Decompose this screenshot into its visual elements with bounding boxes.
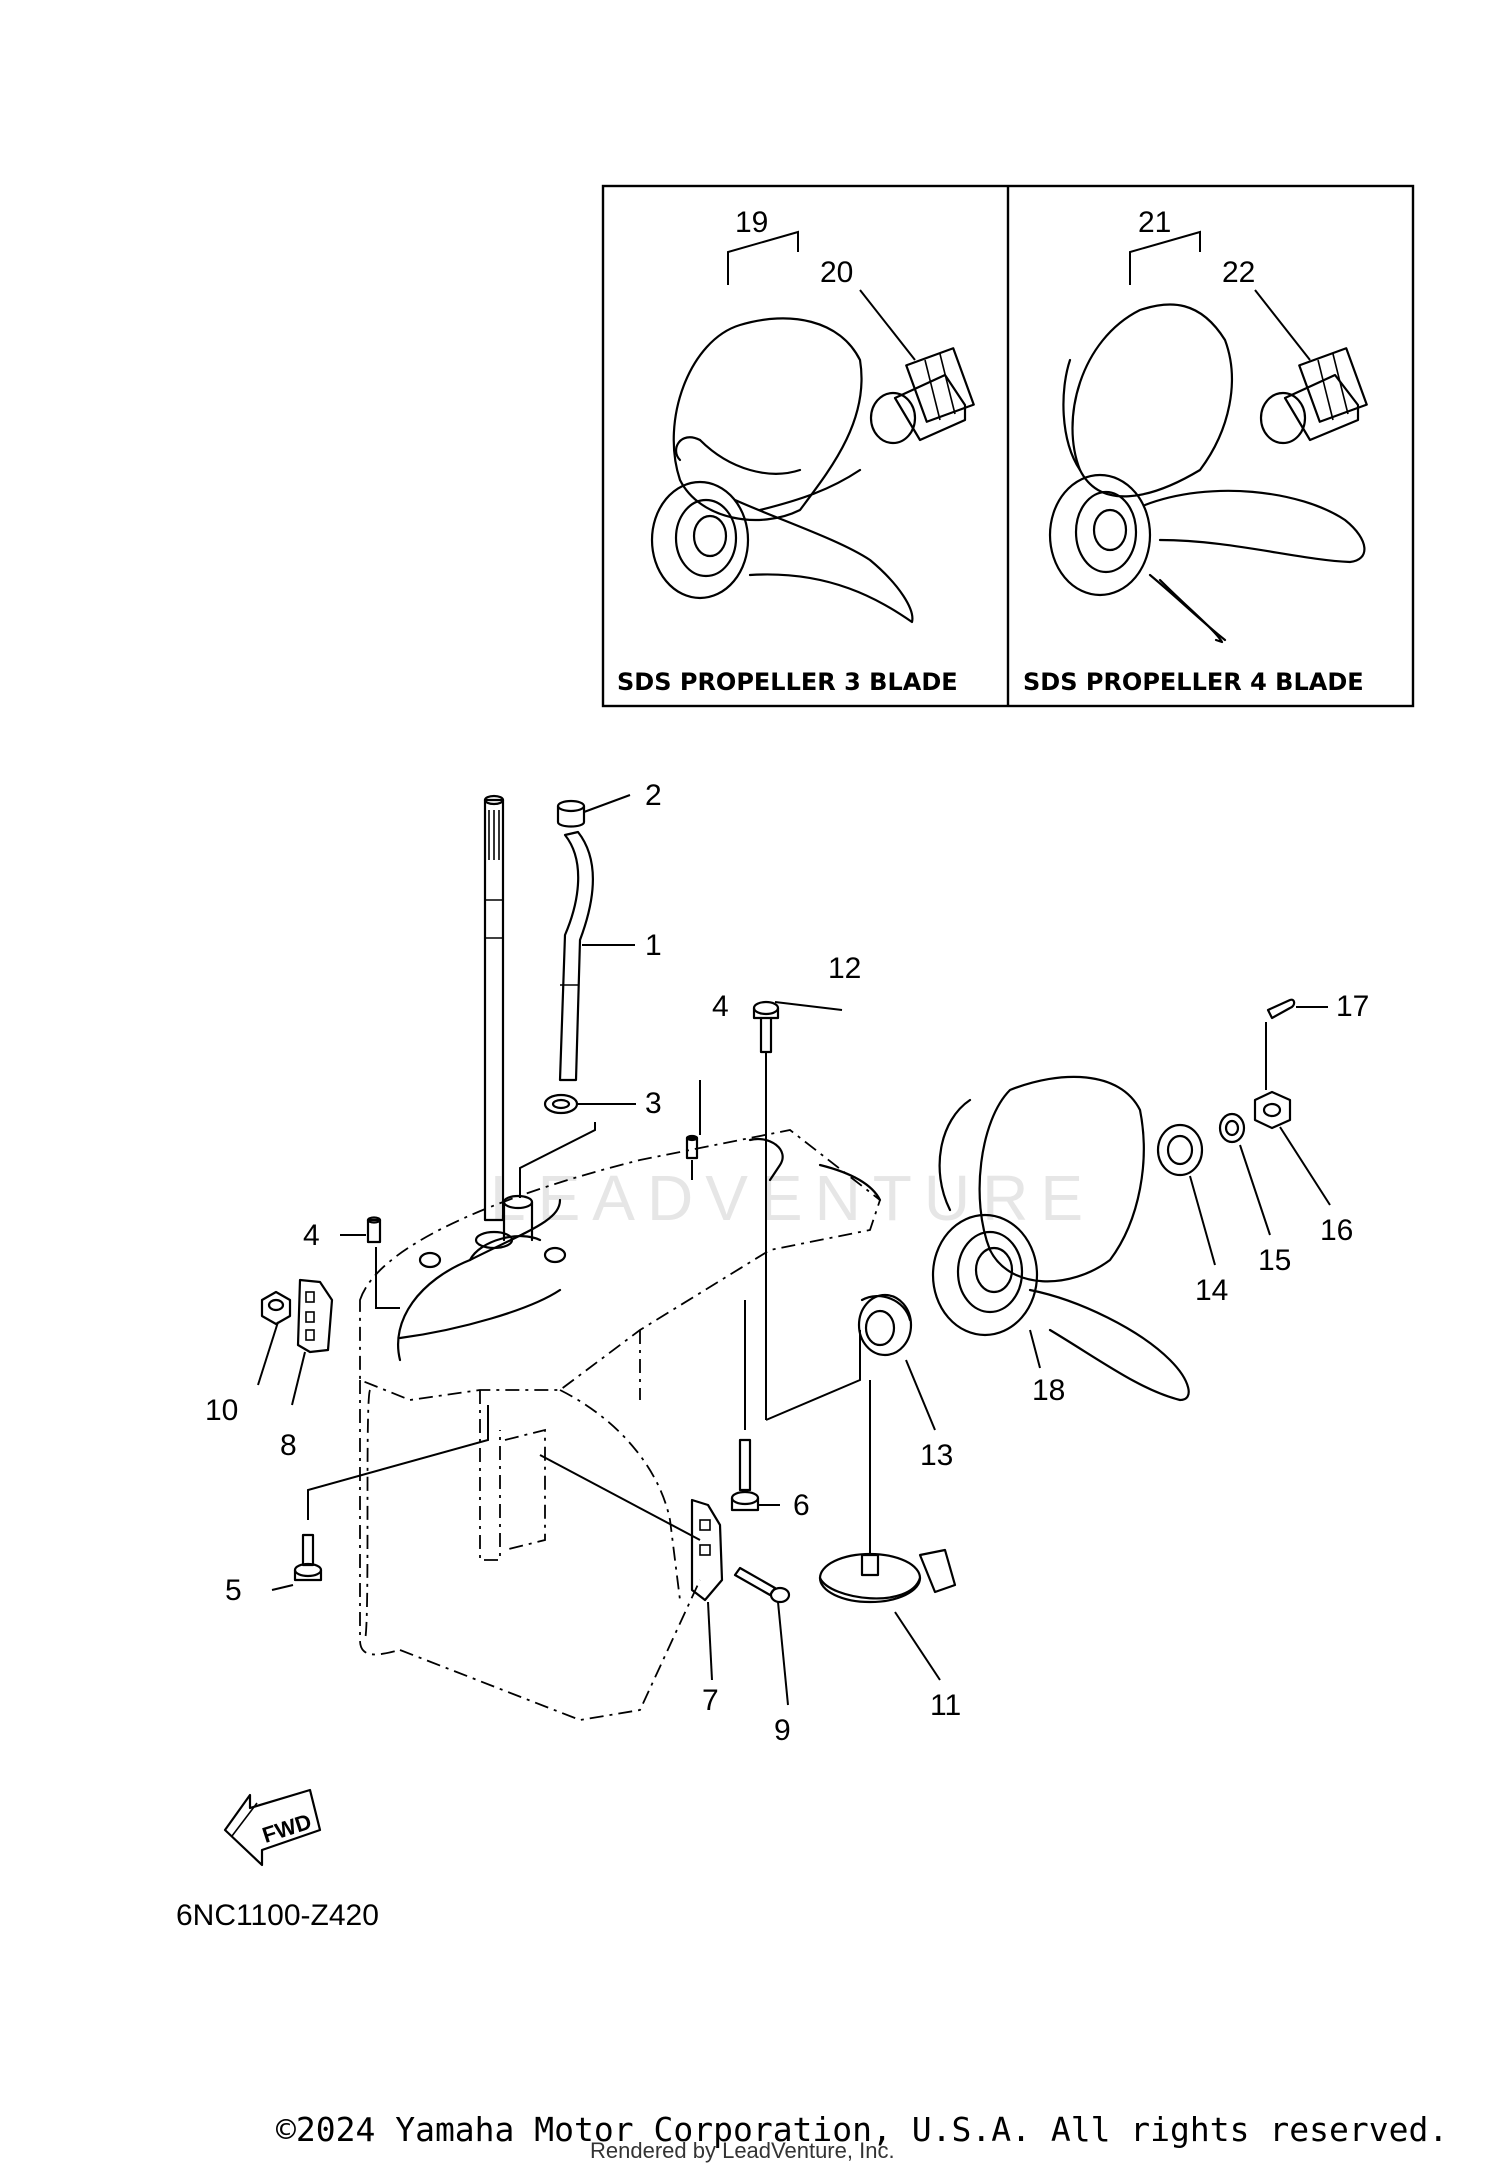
callout-18: 18 [1032, 1374, 1065, 1407]
caption-sds-propeller-3-blade: SDS PROPELLER 3 BLADE [617, 668, 958, 696]
water-tube [558, 830, 594, 1082]
callout-14: 14 [1195, 1274, 1228, 1307]
bolt-5 [293, 1533, 323, 1582]
callout-10: 10 [205, 1394, 238, 1427]
diagram-code: 6NC1100-Z420 [176, 1899, 379, 1932]
anode-11 [818, 1548, 957, 1604]
nut-16 [1253, 1090, 1292, 1130]
callout-2: 2 [645, 779, 662, 812]
sds-propeller-4-blade [1048, 303, 1366, 644]
hub-kit-20 [869, 347, 975, 445]
pin-4a [685, 1134, 699, 1160]
callout-19: 19 [735, 206, 768, 239]
callout-13: 13 [920, 1439, 953, 1472]
drive-shaft [483, 794, 505, 1222]
watermark-text: LEADVENTURE [490, 1162, 1095, 1234]
lower-case-housing [359, 1129, 882, 1721]
hub-kit-22 [1259, 347, 1368, 445]
callout-20: 20 [820, 256, 853, 289]
seal-ring [543, 1093, 579, 1115]
callout-16: 16 [1320, 1214, 1353, 1247]
callout-12: 12 [828, 952, 861, 985]
copyright-notice: ©2024 Yamaha Motor Corporation, U.S.A. A… [276, 2110, 1449, 2149]
propeller-18 [931, 1075, 1190, 1402]
callout-3: 3 [645, 1087, 662, 1120]
bolt-6 [730, 1438, 760, 1512]
callout-11: 11 [930, 1689, 961, 1722]
rendered-by-notice: Rendered by LeadVenture, Inc. [590, 2138, 895, 2163]
washer-15 [1218, 1112, 1246, 1144]
bolt-12 [752, 1000, 780, 1054]
callout-4-left: 4 [303, 1219, 320, 1252]
callout-9: 9 [774, 1714, 791, 1747]
callout-15: 15 [1258, 1244, 1291, 1277]
washer-14 [1156, 1123, 1204, 1177]
callout-6: 6 [793, 1489, 810, 1522]
callout-8: 8 [280, 1429, 297, 1462]
anode-7 [690, 1498, 724, 1602]
callout-5: 5 [225, 1574, 242, 1607]
nut-10 [260, 1290, 292, 1326]
propeller-inset-box: 19 20 21 22 SDS PROPELLER 3 BLADE SDS PR… [601, 184, 1415, 708]
callout-7: 7 [702, 1684, 719, 1717]
fwd-arrow-icon: FWD [223, 1788, 322, 1867]
caption-sds-propeller-4-blade: SDS PROPELLER 4 BLADE [1023, 668, 1364, 696]
spacer-13 [857, 1293, 913, 1357]
callout-17: 17 [1336, 990, 1369, 1023]
cotter-pin-17 [1266, 998, 1296, 1020]
grommet [556, 799, 586, 828]
callout-1: 1 [645, 929, 662, 962]
trim-tab-8 [296, 1278, 334, 1354]
sds-propeller-3-blade [650, 317, 914, 624]
callout-22: 22 [1222, 256, 1255, 289]
callout-21: 21 [1138, 206, 1171, 239]
pin-4b [366, 1216, 382, 1244]
screw-9 [733, 1566, 791, 1604]
callout-4-top: 4 [712, 990, 729, 1023]
